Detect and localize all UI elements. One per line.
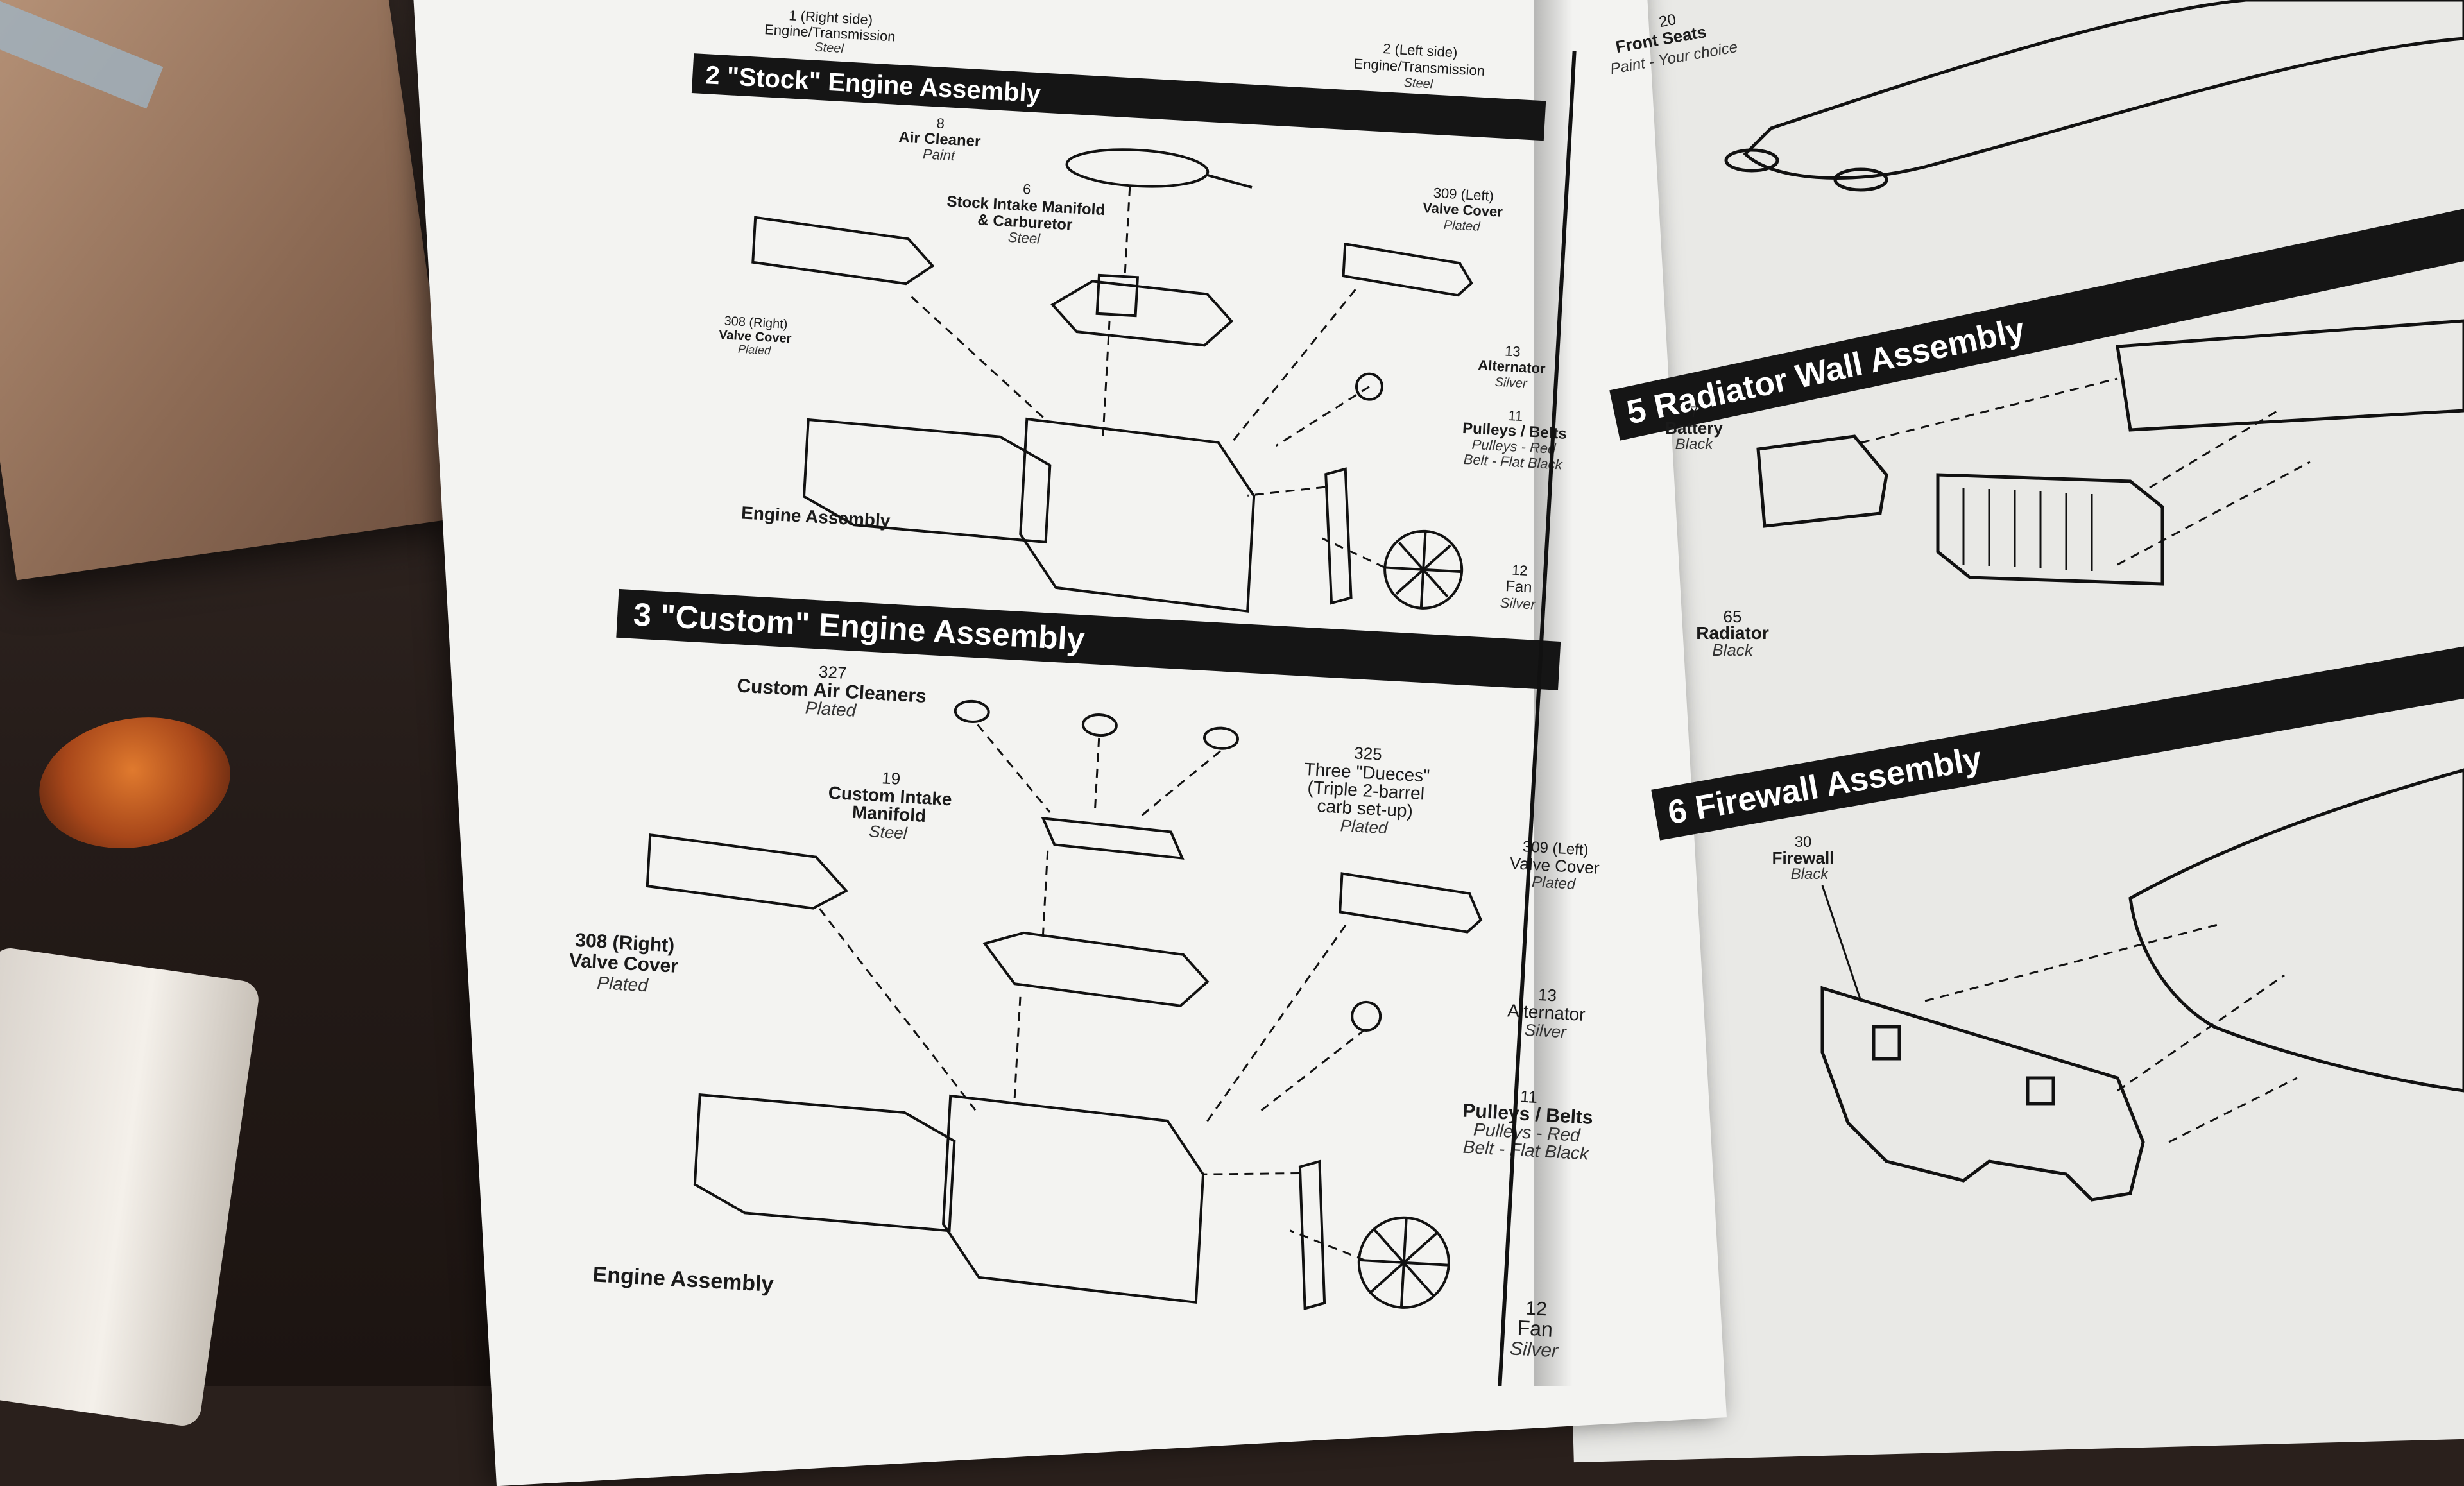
- alternator-shape: [1355, 372, 1383, 401]
- air-cleaner-2-shape: [1081, 713, 1118, 737]
- air-cleaner-3-shape: [1203, 726, 1239, 750]
- battery-number: 7: [1690, 404, 1698, 421]
- transmission-shape: [802, 418, 1052, 544]
- sheet-border: [1495, 51, 1577, 1386]
- step6-title-bar: [1651, 622, 2464, 841]
- firewall-number: 30: [1795, 833, 1812, 851]
- step3-fan-color: Silver: [1509, 1338, 1559, 1362]
- step2-alternator-label: Alternator: [1478, 357, 1546, 377]
- step5-title-bar: [1609, 190, 2464, 441]
- step3-assembly-guide-lines: [819, 724, 1366, 1261]
- step3-alternator-color: Silver: [1524, 1020, 1568, 1042]
- assembly-guide-lines: [911, 187, 1385, 568]
- air-cleaner-shape: [1065, 148, 1210, 188]
- right-valve-cover-shape: [751, 216, 935, 286]
- firewall-label: Firewall: [1772, 848, 1835, 867]
- step3-fan-label: Fan: [1517, 1316, 1553, 1341]
- stock-manifold-shape: [1050, 280, 1234, 347]
- step2-left-cover-number: 309 (Left): [1433, 185, 1494, 204]
- step3-right-valve-cover-shape: [646, 833, 849, 910]
- step3-title-bar: [616, 588, 1561, 690]
- pulley-belt-shape: [1324, 467, 1353, 605]
- air-cleaner-1-shape: [954, 699, 990, 723]
- part2-color: Steel: [1403, 76, 1433, 92]
- step5-header: 5 Radiator Wall Assembly: [1609, 190, 2464, 441]
- air-cleaner-number: 8: [936, 115, 945, 132]
- step6-guide-lines: [1924, 923, 2298, 1143]
- radiator-label: Radiator: [1696, 623, 1769, 643]
- step2-alternator-color: Silver: [1494, 375, 1528, 391]
- radiator-color: Black: [1712, 640, 1754, 660]
- step3-engine-label: Engine Assembly: [592, 1262, 774, 1297]
- step3-pulley-belt-shape: [1298, 1159, 1326, 1310]
- battery-shape: [1756, 434, 1888, 528]
- stock-engine-diagram: [751, 148, 1473, 613]
- dueces-color: Plated: [1340, 816, 1389, 837]
- radiator-shape: [1936, 473, 2164, 586]
- part2-label-b: Engine/Transmission: [1353, 56, 1485, 79]
- custom-cleaner-number: 327: [818, 662, 847, 683]
- firewall-shape: [1820, 986, 2145, 1202]
- step3-left-cover-number: 309 (Left): [1522, 838, 1589, 859]
- custom-engine-diagram: [646, 699, 1483, 1310]
- step2-alternator-number: 13: [1504, 343, 1521, 359]
- battery-color: Black: [1675, 436, 1715, 453]
- step3-alternator-shape: [1351, 1000, 1382, 1032]
- radiator-number: 65: [1724, 607, 1742, 626]
- step3-pulley-number: 11: [1519, 1087, 1538, 1107]
- battery-label: Battery: [1665, 418, 1723, 438]
- left-sheet-content: 1 (Right side) Engine/Transmission Steel…: [569, 7, 1600, 1386]
- part1-color: Steel: [814, 40, 844, 56]
- step3-transmission-shape: [693, 1093, 956, 1233]
- step2-pulley-number: 11: [1508, 407, 1523, 424]
- step2-fan-label: Fan: [1505, 577, 1532, 596]
- step3-alternator-number: 13: [1537, 985, 1557, 1005]
- step3-engine-block-shape: [942, 1094, 1205, 1304]
- radiator-wall-diagram: [1756, 319, 2464, 586]
- air-cleaner-color: Paint: [922, 146, 955, 164]
- step2-left-cover-color: Plated: [1443, 218, 1481, 234]
- dueces-number: 325: [1354, 743, 1383, 764]
- dueces-carb-shape: [1041, 817, 1185, 860]
- custom-manifold-number: 19: [881, 768, 901, 789]
- step3-fan-number: 12: [1525, 1298, 1548, 1320]
- step3-left-cover-color: Plated: [1531, 873, 1576, 893]
- radiator-wall-shape: [2116, 319, 2464, 432]
- left-valve-cover-shape: [1342, 242, 1473, 297]
- custom-manifold-shape: [982, 931, 1210, 1007]
- step5-title: 5 Radiator Wall Assembly: [1623, 311, 2028, 432]
- step5-guide-lines: [1860, 377, 2311, 566]
- stock-manifold-number: 6: [1022, 181, 1031, 198]
- custom-cleaner-color: Plated: [805, 697, 857, 720]
- step3-right-cover-color: Plated: [597, 973, 649, 995]
- step3-left-valve-cover-shape: [1339, 872, 1483, 934]
- step2-right-cover-color: Plated: [738, 343, 772, 357]
- right-sheet-content: 20 Front Seats Paint - Your choice 5 Rad…: [1609, 0, 2464, 1202]
- seats-diagram: [1724, 0, 2464, 192]
- firewall-color: Black: [1791, 866, 1830, 883]
- body-shell-shape: [2128, 768, 2464, 1093]
- seats-number: 20: [1657, 11, 1677, 31]
- step2-engine-label: Engine Assembly: [740, 502, 891, 531]
- instruction-diagrams: 1 (Right side) Engine/Transmission Steel…: [569, 0, 2464, 1386]
- step2-fan-number: 12: [1511, 562, 1528, 579]
- step2-title-bar: [691, 53, 1546, 141]
- custom-manifold-color: Steel: [869, 821, 909, 842]
- firewall-diagram: [1820, 768, 2464, 1202]
- stock-manifold-color: Steel: [1007, 229, 1041, 247]
- step2-fan-color: Silver: [1500, 595, 1537, 613]
- custom-manifold-label-2: Manifold: [851, 802, 927, 826]
- engine-block-shape: [1019, 417, 1256, 613]
